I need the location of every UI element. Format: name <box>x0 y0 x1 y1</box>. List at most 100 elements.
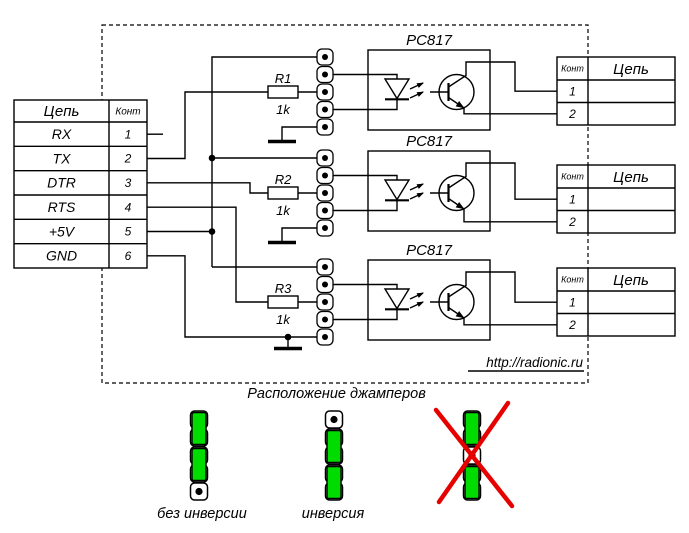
jumper-cap <box>191 411 207 446</box>
output-pin-header: Конт <box>561 172 584 182</box>
junction-dot <box>208 228 216 235</box>
pin-1: 1 <box>125 128 132 142</box>
jumper-legend-title: Расположение джамперов <box>247 386 426 402</box>
resistor-ref: R2 <box>275 172 292 187</box>
jumper-option-no-inversion: без инверсии <box>157 410 247 522</box>
jumper-pin-dot <box>322 54 328 60</box>
resistor-body <box>267 186 299 200</box>
output-table-gridlines <box>557 268 675 336</box>
led-triangle <box>383 179 411 201</box>
resistor-value: 1k <box>276 312 291 327</box>
light-arrow-head <box>416 183 424 189</box>
input-circuit-header: Цепь <box>44 103 80 120</box>
jumper-pin-dot <box>322 225 328 231</box>
emitter-arrow-head <box>455 100 465 109</box>
jumper-pin-dot <box>322 190 328 196</box>
jumper-pin-dot <box>322 155 328 161</box>
output-pin-1: 1 <box>569 295 576 309</box>
input-table-gridlines <box>14 100 147 268</box>
wire-collector-to-output <box>448 61 557 92</box>
wire-collector-to-output <box>448 271 557 303</box>
output-table-frame <box>556 56 676 126</box>
output-pin-2: 2 <box>568 107 576 121</box>
optocoupler-1: PC817 <box>367 32 557 131</box>
signal-gnd: GND <box>46 248 77 264</box>
led-triangle <box>383 78 411 100</box>
ground-symbol-2 <box>268 227 317 245</box>
jumper-cap <box>191 447 207 482</box>
signal-5v: +5V <box>49 223 76 239</box>
jumper-pin-dot <box>322 124 328 130</box>
junction-dot <box>208 154 216 162</box>
led-triangle <box>383 288 411 310</box>
output-connector-table-1: Конт Цепь 1 2 <box>556 56 676 126</box>
light-arrows-icon <box>409 183 424 200</box>
resistor-value: 1k <box>276 102 291 117</box>
power-rail <box>208 56 317 268</box>
pin-6: 6 <box>125 249 132 263</box>
optocoupler-label: PC817 <box>406 242 453 259</box>
output-connector-table-3: Конт Цепь 1 2 <box>556 267 676 337</box>
signal-rx: RX <box>52 126 72 142</box>
resistor-ref: R3 <box>275 281 292 296</box>
output-circuit-header: Цепь <box>613 61 649 78</box>
output-circuit-header: Цепь <box>613 169 649 186</box>
input-connector-table: Цепь Конт RX 1 TX 2 DTR 3 RTS 4 +5V 5 GN… <box>13 99 148 269</box>
light-arrows-icon <box>409 82 424 99</box>
ground-stem <box>281 227 317 241</box>
wire-5v-rail <box>211 56 317 268</box>
wire-dtr-to-r2 <box>147 182 268 194</box>
emitter-arrow-head <box>455 201 465 210</box>
resistor-r1: R1 1k <box>267 71 317 117</box>
site-link-text: http://radionic.ru <box>486 355 583 370</box>
resistor-value: 1k <box>276 203 291 218</box>
jumper-cap <box>464 465 480 500</box>
wire-jumper-to-opto <box>333 73 368 111</box>
wire-gnd-rail <box>147 255 317 338</box>
jumper-cap <box>464 411 480 446</box>
wire-jumper-to-opto <box>333 174 368 212</box>
output-table-gridlines <box>557 165 675 233</box>
led-leads <box>368 73 398 111</box>
jumper-pin-dot <box>322 299 328 305</box>
light-arrow-head <box>416 82 424 88</box>
output-pin-1: 1 <box>569 84 576 98</box>
signal-tx: TX <box>53 150 72 166</box>
jumper-pin-dot <box>322 264 328 270</box>
output-table-frame <box>556 164 676 234</box>
ground-symbol-3 <box>274 333 302 351</box>
jumper-pin-dot <box>322 316 328 323</box>
output-pin-header: Конт <box>561 64 584 74</box>
output-pin-2: 2 <box>568 318 576 332</box>
light-arrow-head <box>416 292 424 298</box>
signal-dtr: DTR <box>47 175 76 191</box>
resistor-r2: R2 1k <box>267 172 317 218</box>
light-arrow-head <box>416 301 424 307</box>
wire-jumper-to-opto <box>333 283 368 321</box>
pin-5: 5 <box>125 225 132 239</box>
output-pin-header: Конт <box>561 275 584 285</box>
pin-2: 2 <box>124 152 132 166</box>
ground-stem <box>281 126 317 140</box>
red-cross-line <box>433 407 515 509</box>
output-connector-table-2: Конт Цепь 1 2 <box>556 164 676 234</box>
wire-rts-to-r3 <box>147 206 268 303</box>
jumper-option-label: инверсия <box>302 506 365 522</box>
input-wires <box>147 91 317 338</box>
light-arrow-head <box>416 91 424 97</box>
jumper-option-label: без инверсии <box>157 506 247 522</box>
jumper-option-forbidden <box>433 400 515 509</box>
jumper-pin-dot <box>322 172 328 179</box>
red-cross-icon <box>433 400 515 509</box>
resistor-r3: R3 1k <box>267 281 317 327</box>
jumper-block-3 <box>316 258 334 346</box>
emitter-arrow-head <box>455 310 465 319</box>
jumper-cap <box>326 465 342 500</box>
jumper-pin-dot <box>322 89 328 95</box>
optocoupler-label: PC817 <box>406 32 453 49</box>
output-pin-1: 1 <box>569 192 576 206</box>
resistor-body <box>267 295 299 309</box>
jumper-pin-dot <box>322 71 328 78</box>
